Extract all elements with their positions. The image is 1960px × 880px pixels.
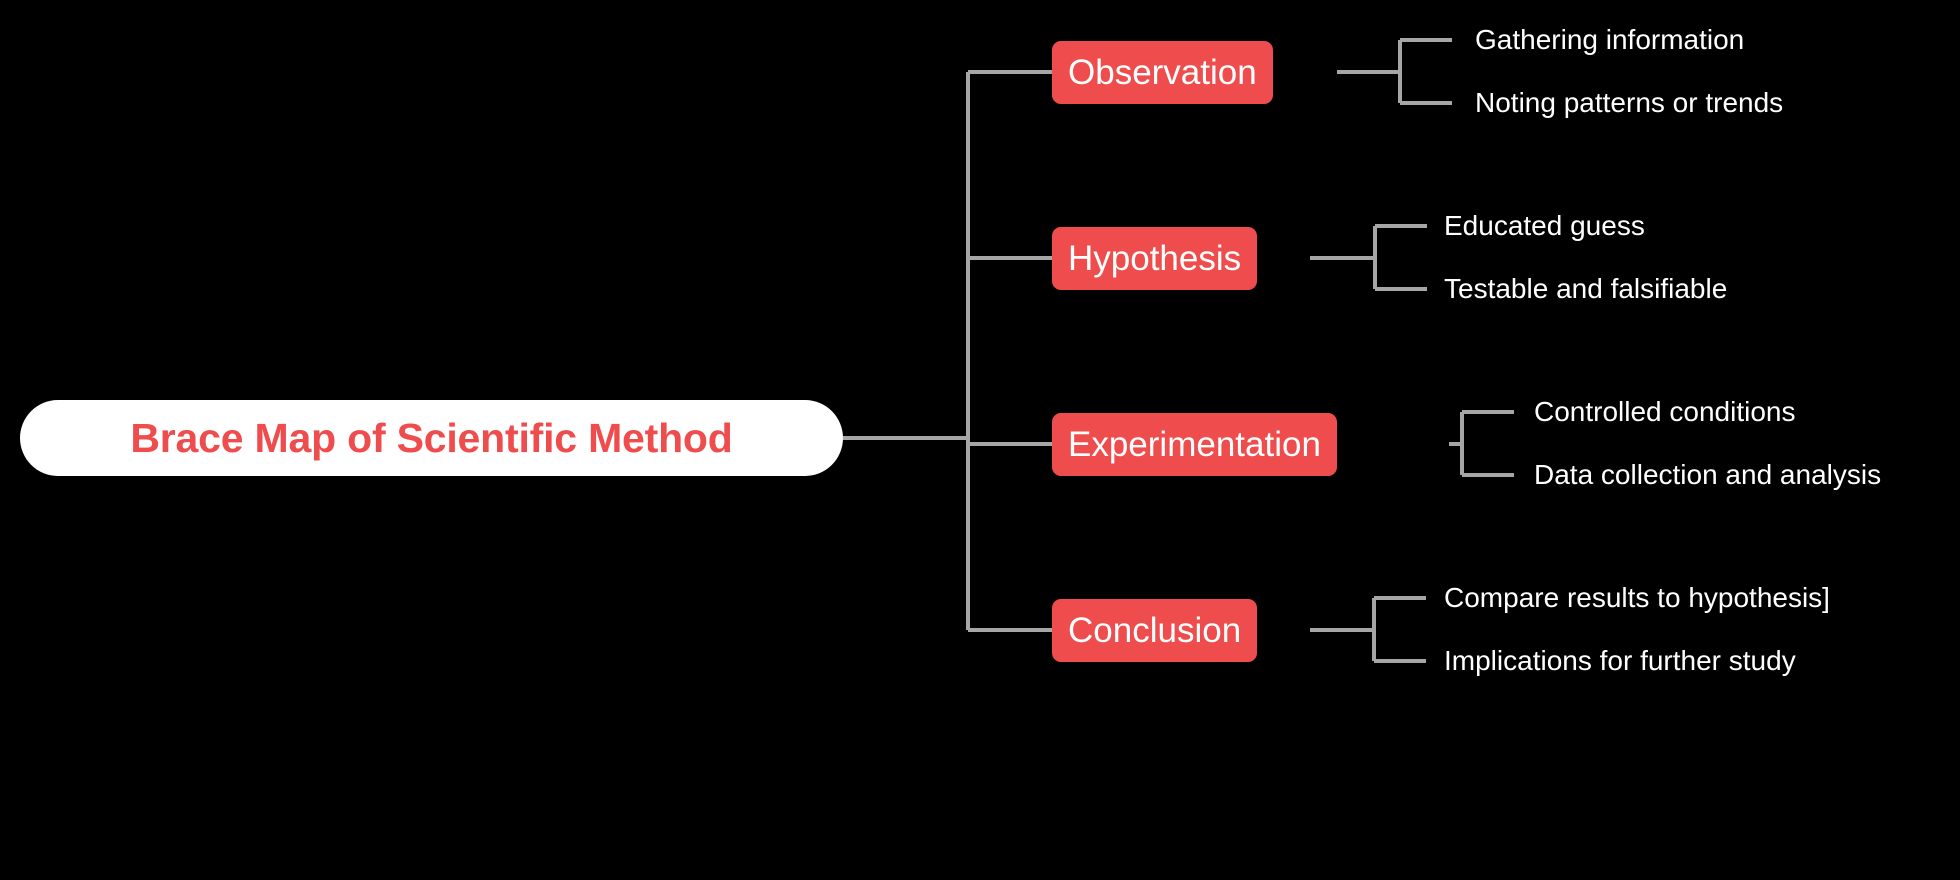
leaf-node-implications-for-further-study[interactable]: Implications for further study [1444,647,1796,675]
branch-node-conclusion[interactable]: Conclusion [1052,599,1258,662]
leaf-node-noting-patterns-or-trends[interactable]: Noting patterns or trends [1475,89,1783,117]
leaf-node-testable-and-falsifiable[interactable]: Testable and falsifiable [1444,275,1727,303]
leaf-node-label: Implications for further study [1444,645,1796,676]
leaf-node-label: Testable and falsifiable [1444,273,1728,304]
branch-node-label: Hypothesis [1068,239,1242,278]
root-node-label: Brace Map of Scientific Method [130,414,733,461]
leaf-node-label: Data collection and analysis [1534,459,1882,490]
leaf-node-label: Noting patterns or trends [1475,87,1784,118]
leaf-node-educated-guess[interactable]: Educated guess [1444,212,1645,240]
root-node[interactable]: Brace Map of Scientific Method [20,400,843,476]
branch-node-experimentation[interactable]: Experimentation [1052,413,1337,476]
leaf-node-label: Compare results to hypothesis] [1444,582,1830,613]
leaf-node-label: Gathering information [1475,24,1745,55]
leaf-node-label: Educated guess [1444,210,1645,241]
branch-node-label: Experimentation [1068,425,1321,464]
leaf-node-controlled-conditions[interactable]: Controlled conditions [1534,398,1796,426]
branch-node-label: Observation [1068,53,1257,92]
branch-node-observation[interactable]: Observation [1052,41,1273,104]
leaf-node-data-collection-and-analysis[interactable]: Data collection and analysis [1534,461,1881,489]
leaf-node-label: Controlled conditions [1534,396,1796,427]
branch-node-label: Conclusion [1068,611,1242,650]
leaf-node-compare-results-to-hypothesis[interactable]: Compare results to hypothesis] [1444,584,1830,612]
leaf-node-gathering-information[interactable]: Gathering information [1475,26,1744,54]
branch-node-hypothesis[interactable]: Hypothesis [1052,227,1258,290]
